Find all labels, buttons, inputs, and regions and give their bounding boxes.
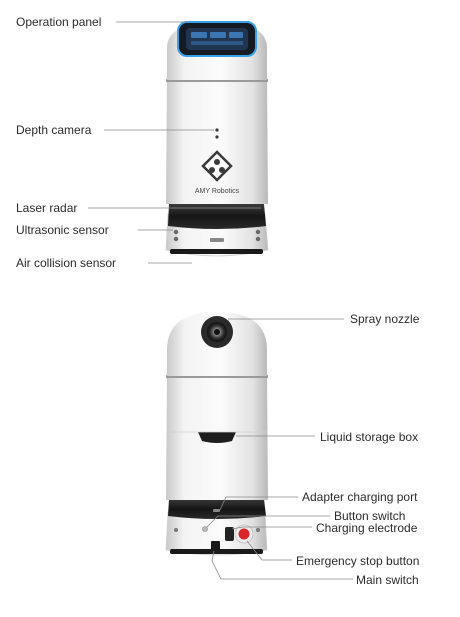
charging-electrode: [225, 527, 234, 541]
front-ultrasonic-right-2: [255, 236, 261, 242]
robot-front: AMY Robotics: [165, 21, 269, 257]
label-liquid-storage-box: Liquid storage box: [320, 430, 419, 444]
front-ultrasonic-left-2: [173, 236, 179, 242]
liquid-storage-box-handle: [198, 432, 236, 443]
back-side-sensor-left: [174, 528, 178, 532]
front-center-port: [210, 238, 224, 242]
main-switch: [211, 541, 220, 551]
leader-button-switch: [206, 515, 330, 528]
front-bumper-band: [170, 249, 263, 254]
depth-camera-lens-1: [215, 128, 219, 132]
label-air-collision-sensor: Air collision sensor: [16, 256, 117, 270]
label-laser-radar: Laser radar: [16, 201, 78, 215]
back-chrome-ring: [166, 375, 268, 378]
label-charging-electrode: Charging electrode: [316, 521, 418, 535]
front-body: [166, 80, 268, 204]
operation-panel-ui-block-1: [191, 32, 207, 38]
amy-logo-icon: [201, 150, 233, 182]
robot-back: [165, 312, 268, 556]
label-button-switch: Button switch: [334, 509, 406, 523]
front-laser-band-highlight: [172, 207, 261, 209]
emergency-stop-button: [238, 528, 250, 540]
label-operation-panel: Operation panel: [16, 15, 102, 29]
front-ultrasonic-left: [173, 229, 179, 235]
back-side-sensor-right: [256, 528, 260, 532]
button-switch: [202, 526, 208, 532]
brand-text: AMY Robotics: [195, 188, 240, 195]
leader-main-switch: [211, 550, 353, 580]
leader-emergency-stop: [246, 540, 292, 561]
operation-panel-ui-block-4: [191, 41, 243, 45]
depth-camera-lens-2: [215, 135, 219, 139]
front-chrome-ring: [166, 79, 268, 82]
operation-panel-ui-block-2: [210, 32, 226, 38]
leader-charging-electrode: [231, 526, 312, 530]
label-ultrasonic-sensor: Ultrasonic sensor: [16, 223, 109, 237]
leader-lines: [88, 21, 353, 580]
operation-panel-ui-block-3: [229, 32, 243, 38]
label-depth-camera: Depth camera: [16, 123, 92, 137]
front-laser-band: [168, 204, 266, 229]
spray-nozzle-core: [214, 329, 220, 335]
operation-panel-display: [186, 28, 248, 50]
label-spray-nozzle: Spray nozzle: [350, 312, 420, 326]
label-main-switch: Main switch: [356, 573, 419, 587]
front-ultrasonic-right: [255, 229, 261, 235]
label-emergency-stop-button: Emergency stop button: [296, 554, 420, 568]
adapter-charging-port: [213, 509, 220, 512]
leader-adapter-port: [219, 496, 298, 511]
label-adapter-charging-port: Adapter charging port: [302, 490, 418, 504]
back-bumper-band: [170, 549, 263, 554]
